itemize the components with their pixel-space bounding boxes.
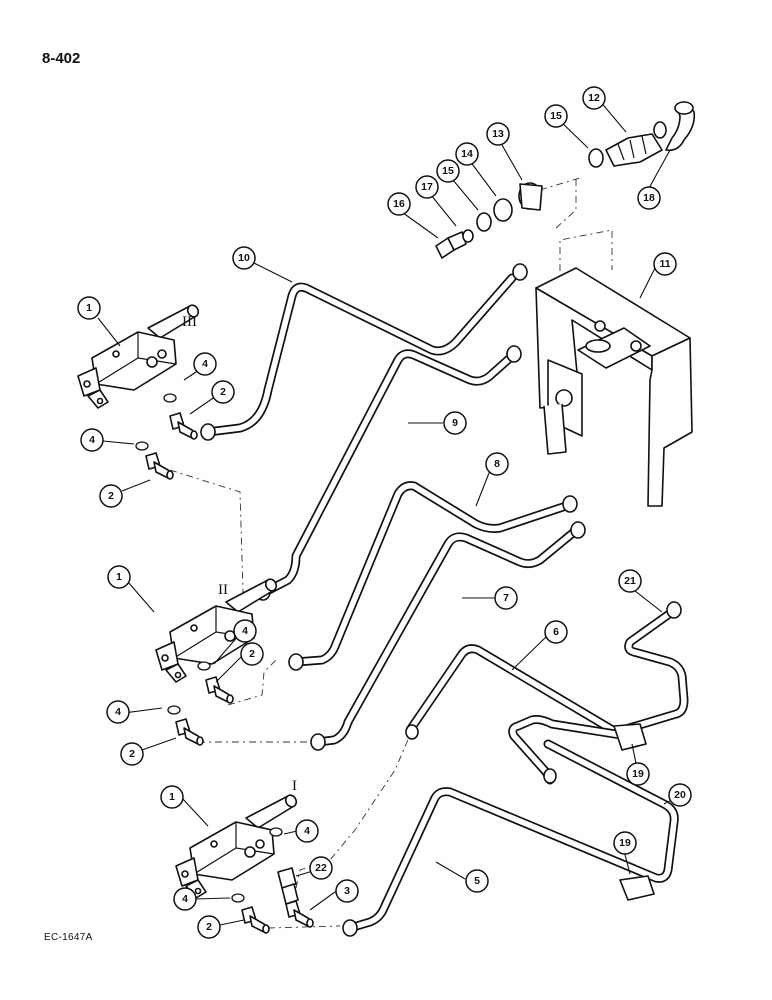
- mounting-bracket: [535, 267, 693, 507]
- section-label-ii: II: [218, 582, 228, 598]
- callout-label: 1: [86, 302, 92, 314]
- callout-leaders: [97, 99, 676, 926]
- callout-label: 4: [115, 706, 121, 718]
- callout-circle: [415, 175, 439, 199]
- callout-label: 5: [474, 875, 480, 887]
- callout-circle: [653, 252, 677, 276]
- callout-circle: [309, 856, 333, 880]
- callout-circle: [494, 586, 518, 610]
- hydraulic-tubes: [203, 273, 689, 933]
- callout-circle: [107, 565, 131, 589]
- callout-circle: [582, 86, 606, 110]
- diagram-code: EC-1647A: [44, 932, 93, 943]
- callout-label: 7: [503, 592, 509, 604]
- callout-circle: [106, 700, 130, 724]
- dashed-connection-lines: [169, 177, 613, 929]
- callout-label: 9: [452, 417, 458, 429]
- callout-label: 15: [442, 165, 454, 177]
- callout-label: 4: [304, 825, 310, 837]
- callout-label: 14: [461, 148, 473, 160]
- callout-label: 3: [344, 885, 350, 897]
- callout-circle: [232, 246, 256, 270]
- callout-label: 18: [643, 192, 655, 204]
- callout-circle: [668, 783, 692, 807]
- callout-circle: [544, 620, 568, 644]
- callout-label: 13: [492, 128, 504, 140]
- callout-label: 16: [393, 198, 405, 210]
- callout-circle: [295, 819, 319, 843]
- callout-circle: [544, 104, 568, 128]
- callout-labels: 1 4 2 4 2 10 9 16 17 15 14 13 15 12 18 1…: [77, 86, 692, 939]
- callout-circle: [173, 887, 197, 911]
- callout-label: 19: [632, 768, 644, 780]
- fittings: [135, 393, 314, 934]
- callout-label: 11: [659, 258, 670, 270]
- callout-label: 1: [116, 571, 122, 583]
- callout-circle: [80, 428, 104, 452]
- section-label-i: I: [292, 778, 297, 794]
- callout-label: 10: [238, 252, 250, 264]
- callout-circle: [436, 159, 460, 183]
- callout-circle: [618, 569, 642, 593]
- callout-circle: [465, 869, 489, 893]
- callout-label: 15: [550, 110, 562, 122]
- callout-label: 2: [108, 490, 114, 502]
- callout-circle: [77, 296, 101, 320]
- callout-circle: [193, 352, 217, 376]
- callout-label: 19: [619, 837, 631, 849]
- callout-label: 4: [242, 625, 248, 637]
- page-number: 8-402: [42, 50, 81, 67]
- callout-circle: [160, 785, 184, 809]
- callout-circle: [197, 915, 221, 939]
- callout-circle: [455, 142, 479, 166]
- callout-label: 20: [674, 789, 686, 801]
- callout-circle: [637, 186, 661, 210]
- callout-label: 2: [220, 386, 226, 398]
- callout-label: 21: [624, 575, 636, 587]
- callout-circle: [443, 411, 467, 435]
- tube-end-nuts: [200, 263, 682, 937]
- callout-circle: [211, 380, 235, 404]
- callout-label: 2: [206, 921, 212, 933]
- callout-circle: [240, 642, 264, 666]
- callout-label: 2: [129, 748, 135, 760]
- callout-label: 4: [182, 893, 188, 905]
- callout-circle: [387, 192, 411, 216]
- callout-circle: [485, 452, 509, 476]
- callout-label: 4: [89, 434, 95, 446]
- callout-circle: [486, 122, 510, 146]
- callout-circle: [335, 879, 359, 903]
- callout-circle: [233, 619, 257, 643]
- callout-label: 22: [315, 862, 327, 874]
- callout-circle: [99, 484, 123, 508]
- callout-label: 17: [421, 181, 433, 193]
- callout-label: 1: [169, 791, 175, 803]
- callout-label: 12: [588, 92, 600, 104]
- callout-circle: [626, 762, 650, 786]
- quick-coupler-assembly: [435, 101, 696, 259]
- callout-circle: [120, 742, 144, 766]
- callout-label: 6: [553, 626, 559, 638]
- callout-label: 2: [249, 648, 255, 660]
- callout-label: 4: [202, 358, 208, 370]
- callout-circle: [613, 831, 637, 855]
- section-label-iii: III: [182, 314, 197, 330]
- callout-label: 8: [494, 458, 500, 470]
